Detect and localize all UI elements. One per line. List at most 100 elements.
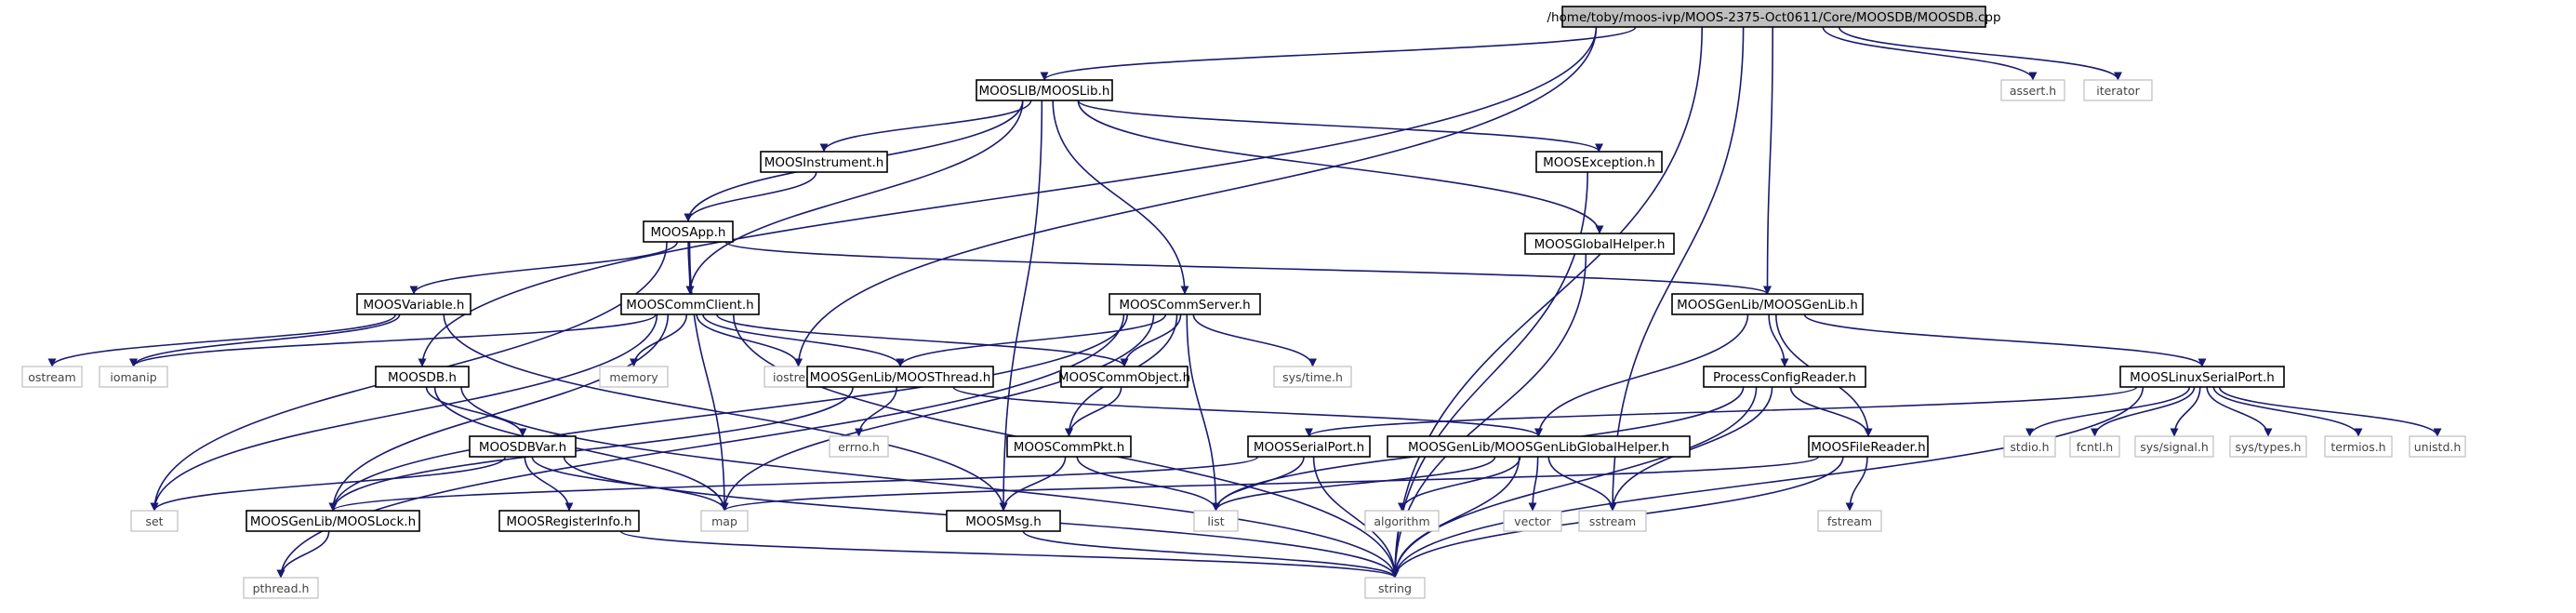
node-glob[interactable]: MOOSGenLib/MOOSGenLibGlobalHelper.h (1387, 435, 1691, 458)
node-box-memory (599, 366, 669, 388)
node-label-genlib: MOOSGenLib/MOOSGenLib.h (1677, 298, 1858, 313)
edge-server-to-pthread (276, 313, 1125, 579)
node-label-string: string (1378, 581, 1412, 595)
node-instr[interactable]: MOOSInstrument.h (760, 151, 888, 173)
node-box-freader (1808, 435, 1929, 458)
edge-var-to-iomanip (129, 313, 401, 367)
node-label-map: map (711, 514, 737, 528)
node-commobj[interactable]: MOOSCommObject.h (1058, 366, 1190, 388)
node-pcr[interactable]: ProcessConfigReader.h (1703, 366, 1866, 388)
node-label-pcr: ProcessConfigReader.h (1713, 370, 1856, 385)
node-label-commobj: MOOSCommObject.h (1058, 370, 1190, 385)
edge-pkt-to-msg (999, 456, 1067, 512)
edge-pkt-to-list (1076, 456, 1220, 512)
node-var[interactable]: MOOSVariable.h (356, 293, 471, 315)
node-lock[interactable]: MOOSGenLib/MOOSLock.h (246, 510, 420, 532)
node-mooslib[interactable]: MOOSLIB/MOOSLib.h (976, 79, 1113, 101)
node-client[interactable]: MOOSCommClient.h (620, 293, 760, 315)
node-dbvar[interactable]: MOOSDBVar.h (469, 435, 577, 458)
node-box-sstream (1578, 510, 1647, 532)
node-globhelp[interactable]: MOOSGlobalHelper.h (1524, 233, 1675, 255)
edge-genlib-to-pcr (1768, 313, 1789, 367)
node-box-termios (2324, 435, 2393, 458)
node-box-string (1364, 577, 1426, 599)
node-label-client: MOOSCommClient.h (626, 298, 753, 313)
node-label-ostream: ostream (28, 370, 75, 384)
edge-serial-to-lock (328, 456, 1259, 512)
node-box-msg (946, 510, 1061, 532)
node-label-stdio: stdio.h (2010, 440, 2049, 454)
edge-root-to-string (1390, 26, 1704, 579)
node-moosdb[interactable]: MOOSDB.h (375, 366, 470, 388)
edge-server-to-map (720, 313, 1155, 512)
node-box-assert (2000, 79, 2065, 101)
node-box-mooslib (976, 79, 1113, 101)
node-box-commobj (1060, 366, 1188, 388)
node-thread[interactable]: MOOSGenLib/MOOSThread.h (806, 366, 994, 388)
node-label-fstream: fstream (1827, 514, 1872, 528)
edge-dbvar-to-reginfo (524, 456, 574, 512)
node-label-iterator: iterator (2096, 84, 2140, 98)
edge-root-to-sstream (1608, 26, 1745, 512)
node-box-iterator (2083, 79, 2153, 101)
edge-dbvar-to-set (150, 456, 506, 512)
edge-reginfo-to-string (619, 530, 1400, 579)
edge-client-to-iomanip (129, 313, 657, 367)
node-box-fcntl (2069, 435, 2120, 458)
edge-msg-to-string (1022, 530, 1400, 579)
node-serial[interactable]: MOOSSerialPort.h (1247, 435, 1371, 458)
node-label-set: set (145, 514, 163, 528)
edge-mooslib-to-globhelp (1077, 100, 1604, 234)
edge-linux-to-termios (2212, 386, 2363, 437)
node-exc[interactable]: MOOSException.h (1535, 151, 1663, 173)
edge-app-to-map (688, 241, 729, 512)
edge-client-to-lock (328, 313, 670, 512)
edge-moosdb-to-string (460, 386, 1400, 579)
edge-lock-to-pthread (276, 530, 330, 579)
node-box-app (643, 220, 734, 243)
edge-root-to-moosdb (418, 26, 1598, 367)
node-label-errno: errno.h (838, 440, 880, 454)
node-memory: memory (599, 366, 669, 388)
edge-moosdb-to-map (433, 386, 729, 512)
node-label-fcntl: fcntl.h (2077, 440, 2113, 454)
edge-server-to-lock (328, 313, 1128, 512)
node-fcntl: fcntl.h (2069, 435, 2120, 458)
node-genlib[interactable]: MOOSGenLib/MOOSGenLib.h (1671, 293, 1864, 315)
node-box-algorithm (1364, 510, 1440, 532)
edge-root-to-assert (1822, 26, 2038, 81)
node-box-pkt (1006, 435, 1132, 458)
edge-server-to-systime (1192, 313, 1317, 367)
node-box-stdio (2003, 435, 2056, 458)
node-linux[interactable]: MOOSLinuxSerialPort.h (2119, 366, 2285, 388)
edge-app-to-genlib (724, 241, 1772, 295)
node-server[interactable]: MOOSCommServer.h (1109, 293, 1261, 315)
node-pkt[interactable]: MOOSCommPkt.h (1006, 435, 1132, 458)
node-box-vector (1503, 510, 1562, 532)
node-fstream: fstream (1817, 510, 1882, 532)
node-box-globhelp (1524, 233, 1675, 255)
node-pthread: pthread.h (243, 577, 319, 599)
node-set: set (130, 510, 179, 532)
node-label-msg: MOOSMsg.h (965, 514, 1042, 529)
node-string: string (1364, 577, 1426, 599)
node-msg[interactable]: MOOSMsg.h (946, 510, 1061, 532)
node-list: list (1193, 510, 1239, 532)
edge-linux-to-string (1390, 386, 2144, 579)
node-box-dbvar (469, 435, 577, 458)
node-algorithm: algorithm (1364, 510, 1440, 532)
edge-client-to-iostream (696, 313, 803, 367)
edge-glob-to-algorithm (1398, 456, 1521, 512)
node-box-pthread (243, 577, 319, 599)
node-root[interactable]: /home/toby/moos-ivp/MOOS-2375-Oct0611/Co… (1547, 6, 2001, 28)
node-box-exc (1535, 151, 1663, 173)
edge-server-to-commobj (1120, 313, 1182, 367)
node-label-reginfo: MOOSRegisterInfo.h (506, 514, 631, 529)
node-label-serial: MOOSSerialPort.h (1254, 440, 1364, 455)
node-box-lock (246, 510, 420, 532)
edge-genlib-to-linux (1803, 313, 2207, 367)
node-reginfo[interactable]: MOOSRegisterInfo.h (498, 510, 640, 532)
node-freader[interactable]: MOOSFileReader.h (1808, 435, 1929, 458)
node-app[interactable]: MOOSApp.h (643, 220, 734, 243)
